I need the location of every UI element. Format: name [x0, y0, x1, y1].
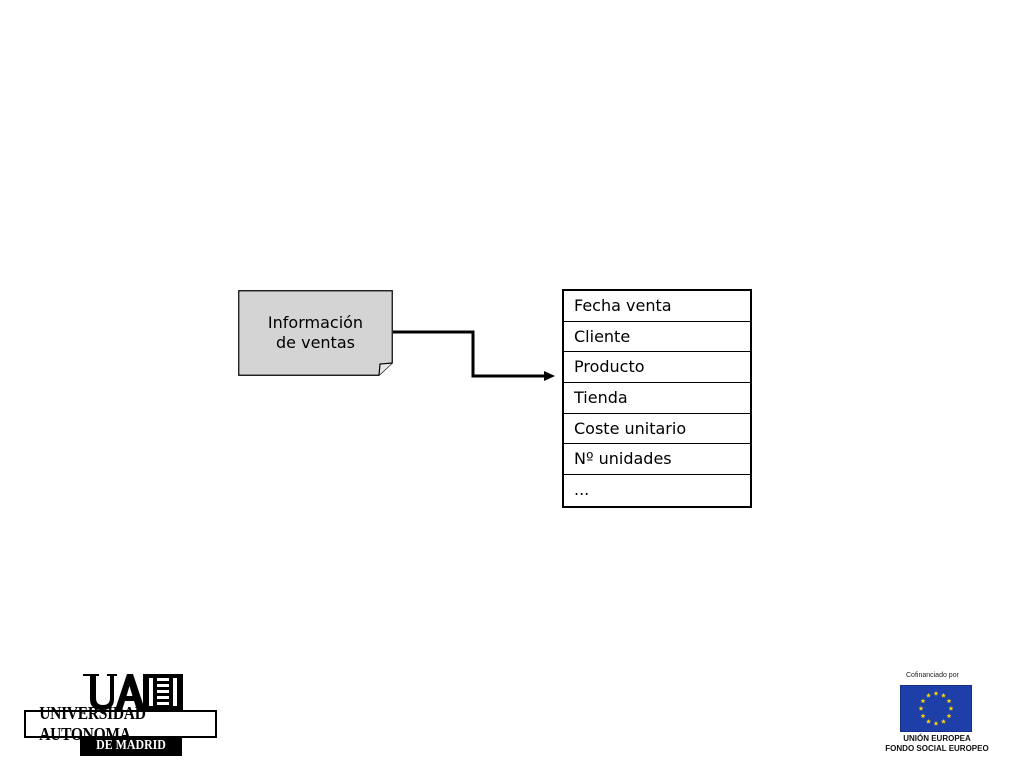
eu-star-icon [918, 705, 924, 711]
eu-star-icon [933, 720, 939, 726]
field-row: Cliente [564, 322, 750, 353]
eu-star-icon [946, 713, 952, 719]
eu-star-icon [941, 718, 946, 724]
field-row: Coste unitario [564, 414, 750, 445]
eu-star-icon [933, 690, 939, 696]
uam-letters-logo [83, 674, 183, 710]
field-row: Tienda [564, 383, 750, 414]
eu-star-icon [920, 713, 926, 719]
eu-star-icon [926, 718, 931, 724]
eu-star-icon [948, 705, 954, 711]
eu-logo: Cofinanciado por UNIÓN EUROPEA FONDO SOC… [872, 670, 1002, 762]
field-row: ... [574, 480, 590, 500]
eu-star-icon [941, 692, 946, 698]
eu-star-icon [926, 692, 931, 698]
field-row: Fecha venta [564, 291, 750, 322]
eu-caption: Cofinanciado por [906, 672, 959, 679]
eu-flag-icon [900, 685, 972, 732]
uam-name-band: UNIVERSIDAD AUTONOMA [24, 703, 217, 744]
uam-logo: UNIVERSIDAD AUTONOMA DE MADRID [24, 672, 219, 758]
eu-star-icon [946, 698, 952, 704]
uam-sub-band: DE MADRID [80, 736, 182, 756]
document-label-line-2: de ventas [276, 333, 355, 352]
sales-info-document: Información de ventas [238, 290, 393, 376]
eu-star-icon [920, 698, 926, 704]
eu-name: UNIÓN EUROPEA FONDO SOCIAL EUROPEO [872, 734, 1002, 754]
document-label-line-1: Información [267, 313, 364, 332]
field-row: Producto [564, 352, 750, 384]
eu-name-line-1: UNIÓN EUROPEA [903, 734, 971, 743]
field-row: Nº unidades [564, 444, 750, 476]
arrowhead [544, 371, 555, 381]
document-label: Información de ventas [238, 290, 393, 376]
eu-name-line-2: FONDO SOCIAL EUROPEO [885, 744, 989, 753]
fields-table: Fecha venta Cliente Producto Tienda Cost… [562, 289, 752, 508]
document-shape [238, 290, 393, 376]
uam-sub-name: DE MADRID [96, 738, 166, 753]
